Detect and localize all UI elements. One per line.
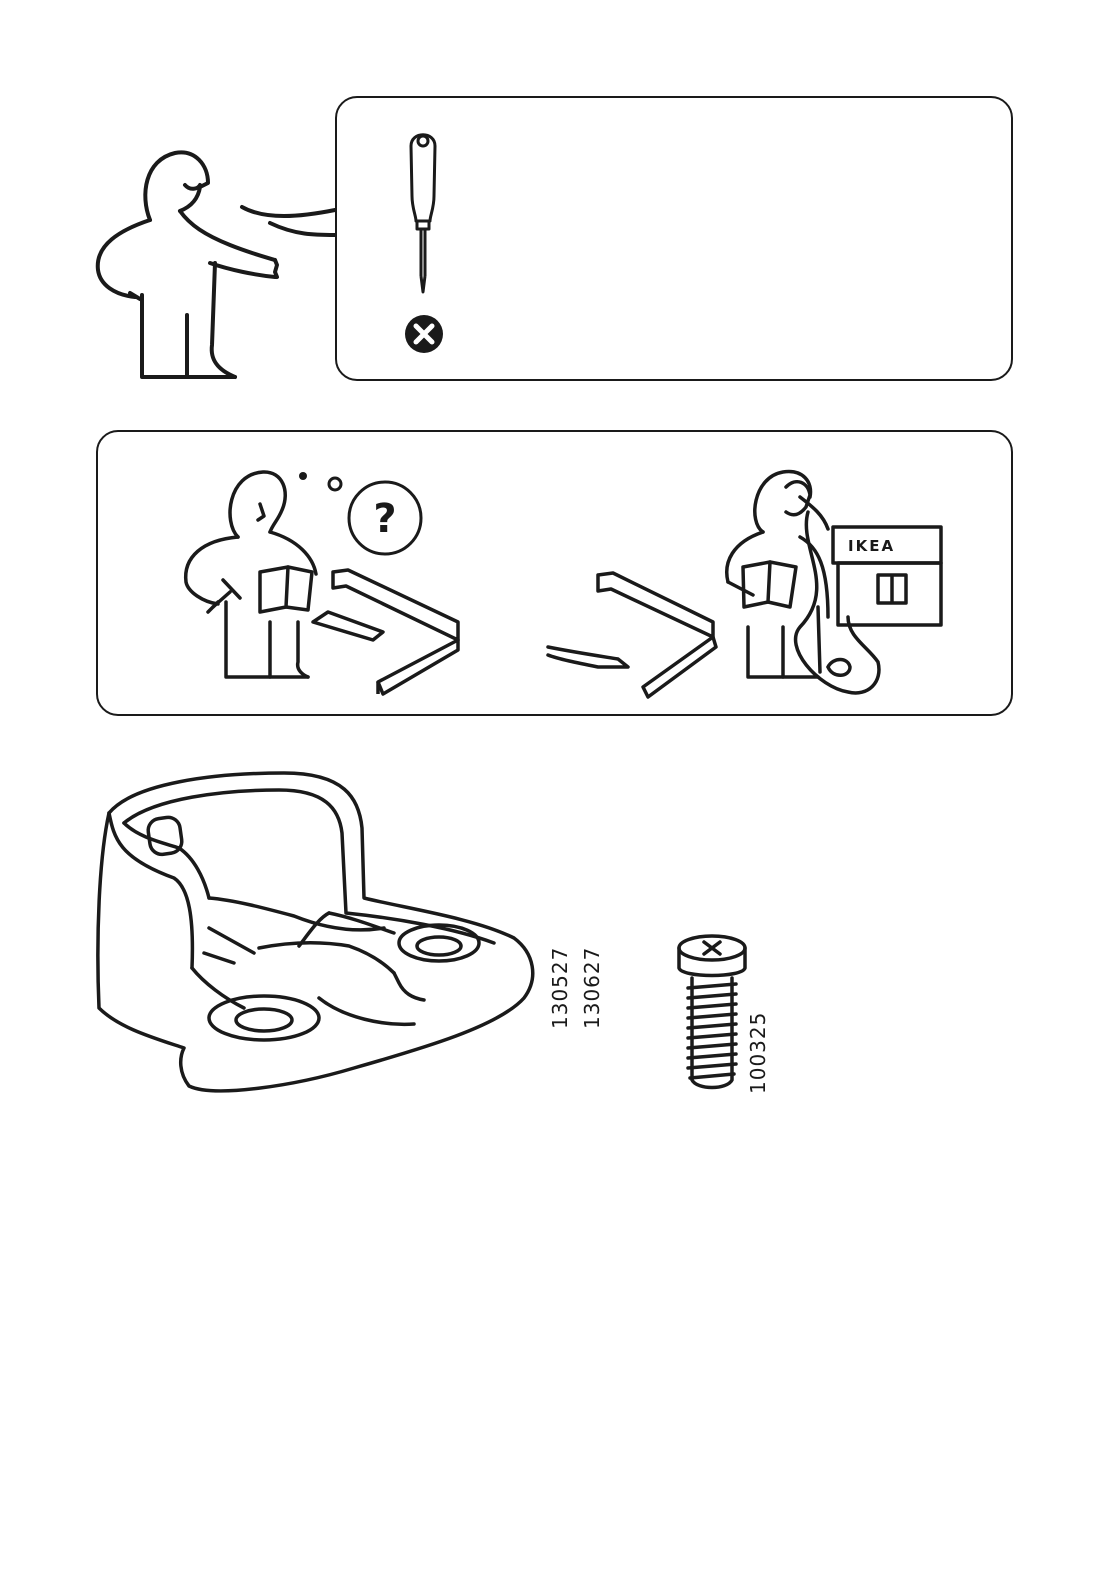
pointing-figure-icon	[90, 145, 350, 385]
cross-circle-icon	[403, 313, 445, 355]
person-calling-store	[538, 467, 958, 712]
required-tools-panel	[335, 96, 1013, 381]
store-sign-label: IKEA	[848, 537, 895, 555]
part-code-100325: 100325	[746, 1012, 770, 1094]
bracket-part-icon	[94, 768, 544, 1108]
confused-person-with-manual: ?	[178, 462, 468, 702]
part-code-130527: 130527	[548, 947, 572, 1029]
svg-text:?: ?	[373, 496, 396, 542]
screw-part-icon	[672, 930, 752, 1095]
screwdriver-icon	[397, 126, 447, 301]
help-panel: ?	[96, 430, 1013, 716]
part-code-130627: 130627	[580, 947, 604, 1029]
